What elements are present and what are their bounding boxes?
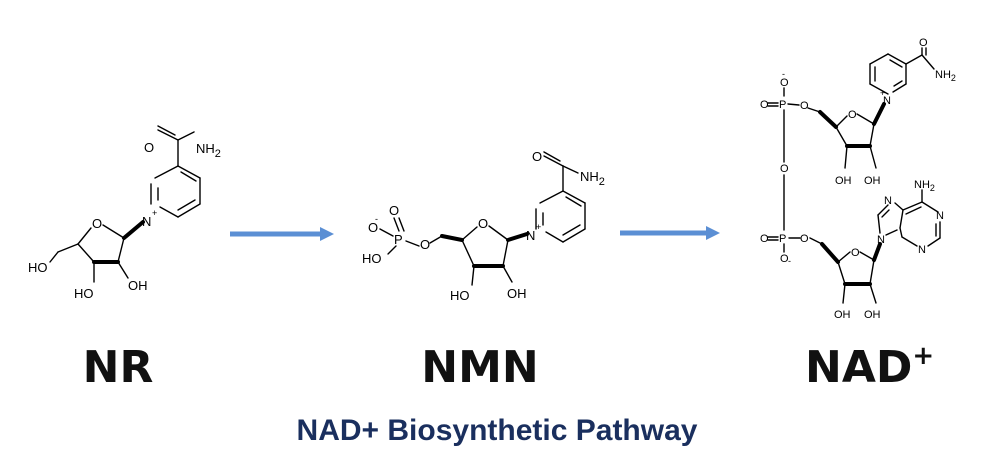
nad-upper-ester-oxygen: O [800, 100, 809, 112]
nr-hydroxyl-5: HO [28, 260, 48, 275]
nmn-carboxamide: O NH2 [532, 149, 605, 192]
nad-structure: O NH2 N + O OH OH O P O [760, 37, 956, 321]
pathway-title: NAD+ Biosynthetic Pathway [297, 414, 698, 447]
nad-upper-hydroxyl-2: OH [864, 175, 881, 187]
nad-label: NAD [805, 342, 912, 393]
nad-adenine-n9: N [877, 234, 885, 246]
nr-nitrogen-charge: + [152, 208, 157, 218]
nmn-hydroxyl-3: HO [450, 288, 470, 303]
nad-upper-anionic-oxygen: O [780, 77, 789, 89]
nr-structure: O NH2 N + O HO HO OH [28, 125, 221, 301]
nr-ribose: O HO HO OH [28, 216, 148, 301]
nmn-phosphoryl-oxygen: O [389, 203, 399, 218]
nad-pyrophosphate: O P O O - O P O O - O [760, 69, 809, 266]
nad-label-group: NAD+ [805, 341, 934, 393]
nad-bridge-oxygen: O [780, 163, 789, 175]
arrow-nr-to-nmn [230, 227, 334, 241]
nad-amide-nh2: NH2 [935, 69, 956, 83]
nr-carboxamide: O NH2 [144, 125, 221, 167]
nad-carbonyl-oxygen: O [919, 37, 928, 49]
nad-adenine: N N NH2 N N [877, 179, 944, 256]
nad-upper-hydroxyl-3: OH [835, 175, 852, 187]
nr-ring-nitrogen: N [142, 214, 151, 229]
nr-pyridinium-ring [150, 165, 201, 218]
nr-hydroxyl-2: OH [128, 278, 148, 293]
nmn-anionic-oxygen: O [368, 220, 378, 235]
nmn-phosphate: O P O O - HO [362, 203, 430, 266]
nmn-amide-nh2: NH2 [580, 169, 605, 188]
nmn-structure: O NH2 N + O HO OH O P O O [362, 149, 605, 303]
nad-nicotinamide-ring: O NH2 N + [869, 37, 956, 107]
nmn-phosphorus: P [394, 232, 403, 247]
nad-lower-hydroxyl-3: OH [834, 309, 851, 321]
nmn-ring-oxygen: O [478, 216, 488, 231]
nad-upper-oxygen-charge: - [782, 69, 785, 79]
nr-ring-oxygen: O [92, 216, 102, 231]
nad-lower-hydroxyl-2: OH [864, 309, 881, 321]
nad-ring-nitrogen: N [883, 95, 891, 107]
nmn-ester-oxygen: O [420, 237, 430, 252]
nad-adenine-n7: N [884, 195, 892, 207]
nmn-ribose: O HO OH [429, 216, 529, 303]
nmn-phosphate-hydroxyl: HO [362, 251, 382, 266]
nmn-ring-nitrogen: N [526, 228, 535, 243]
nad-nitrogen-charge: + [880, 88, 885, 98]
nmn-carbonyl-oxygen: O [532, 149, 542, 164]
nad-label-superscript: + [912, 341, 934, 371]
nad-lower-ring-oxygen: O [851, 247, 860, 259]
nmn-label: NMN [421, 342, 538, 393]
nad-adenine-n1: N [936, 210, 944, 222]
nad-lower-ester-oxygen: O [800, 233, 809, 245]
nad-lower-ribose: O OH OH [809, 237, 882, 321]
nad-upper-phosphorus: P [779, 99, 786, 111]
nmn-oxygen-charge: - [375, 214, 378, 224]
nr-hydroxyl-3: HO [74, 286, 94, 301]
nr-label: NR [83, 342, 154, 393]
arrow-nmn-to-nad [620, 226, 720, 240]
nad-lower-oxygen-charge: - [788, 256, 791, 266]
nr-amide-nh2: NH2 [196, 141, 221, 160]
nmn-pyridinium-ring [535, 190, 586, 243]
nad-upper-ring-oxygen: O [848, 109, 857, 121]
nad-upper-phosphoryl-oxygen: O [760, 99, 769, 111]
nad-upper-ribose: O OH OH [807, 102, 886, 187]
nad-adenine-nh2: NH2 [914, 179, 935, 193]
nad-adenine-n3: N [918, 244, 926, 256]
nad-lower-phosphoryl-oxygen: O [760, 233, 769, 245]
nr-carbonyl-oxygen: O [144, 140, 154, 155]
nmn-nitrogen-charge: + [536, 222, 541, 232]
nad-lower-anionic-oxygen: O [780, 253, 789, 265]
nad-lower-phosphorus: P [779, 233, 786, 245]
nmn-hydroxyl-2: OH [507, 286, 527, 301]
